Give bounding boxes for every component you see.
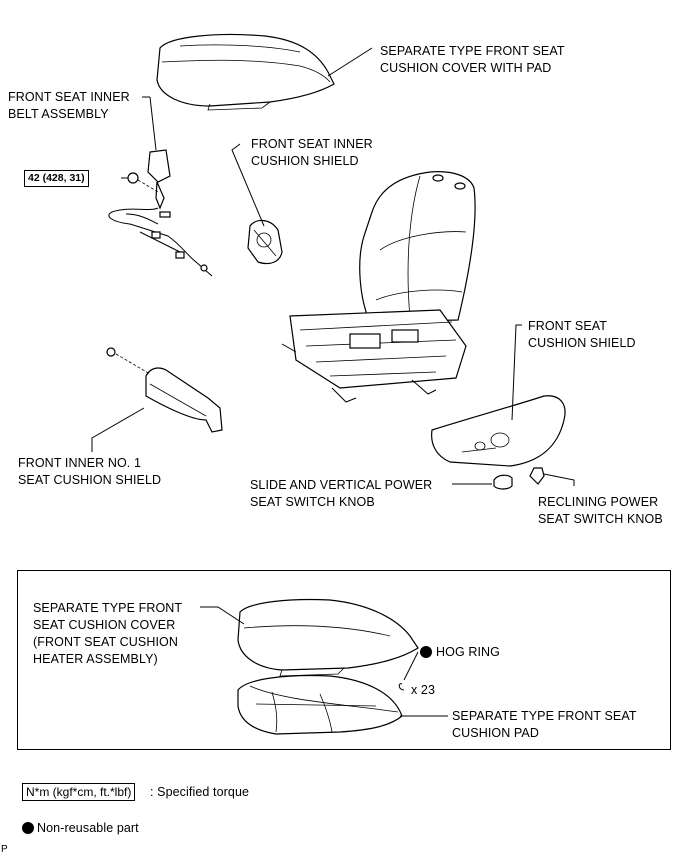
inner-no1-seat-cushion-shield-part [145,367,223,433]
inset-cushion-pad-part [237,674,403,735]
inner-belt-assembly-part [108,149,213,277]
leader-inset-cover [200,606,245,625]
label-inset-cushion-cover: SEPARATE TYPE FRONT SEAT CUSHION COVER (… [33,601,183,666]
bolt-icon [127,172,139,184]
screw-axis-line [115,353,151,375]
label-inset-cushion-pad: SEPARATE TYPE FRONT SEAT CUSHION PAD [452,709,637,740]
label-reclining-knob: RECLINING POWER SEAT SWITCH KNOB [538,495,663,526]
hog-ring-part [398,683,405,691]
label-hog-ring: HOG RING [436,645,500,659]
inset-detail-box [17,570,671,750]
seat-assembly-part [281,171,476,403]
leader-front-seat-cushion-shield [511,324,522,421]
bolt-axis-line [137,179,159,193]
cushion-cover-with-pad-part [156,33,335,111]
corner-mark: P [1,844,8,855]
screw-icon [106,347,116,357]
label-inner-belt-assembly: FRONT SEAT INNER BELT ASSEMBLY [8,90,130,121]
inset-cushion-cover-part [237,598,419,677]
inner-cushion-shield-part [247,219,283,265]
reclining-knob-part [529,467,545,485]
legend-non-reusable-icon [22,822,34,834]
legend-torque-description: : Specified torque [150,785,250,799]
legend-torque-unit: N*m (kgf*cm, ft.*lbf) [22,783,136,801]
label-front-seat-cushion-shield: FRONT SEAT CUSHION SHIELD [528,319,636,350]
label-cushion-cover-with-pad: SEPARATE TYPE FRONT SEAT CUSHION COVER W… [380,44,565,75]
label-inner-no1-seat-cushion-shield: FRONT INNER NO. 1 SEAT CUSHION SHIELD [18,456,162,487]
leader-inner-cushion-shield [231,143,265,227]
label-slide-vertical-knob: SLIDE AND VERTICAL POWER SEAT SWITCH KNO… [250,478,433,509]
slide-vertical-knob-part [493,474,513,490]
leader-reclining-knob [543,473,575,486]
torque-spec-box: 42 (428, 31) [24,170,89,187]
non-reusable-icon [420,646,432,658]
label-hog-ring-quantity: x 23 [411,683,436,697]
leader-hog-ring [403,651,419,681]
leader-inner-no1-shield [91,407,145,452]
label-inner-cushion-shield: FRONT SEAT INNER CUSHION SHIELD [251,137,373,168]
legend-non-reusable: Non-reusable part [37,821,139,835]
leader-inner-belt-drop [149,96,157,151]
front-seat-cushion-shield-part [431,395,566,467]
leader-cushion-cover [327,47,373,77]
